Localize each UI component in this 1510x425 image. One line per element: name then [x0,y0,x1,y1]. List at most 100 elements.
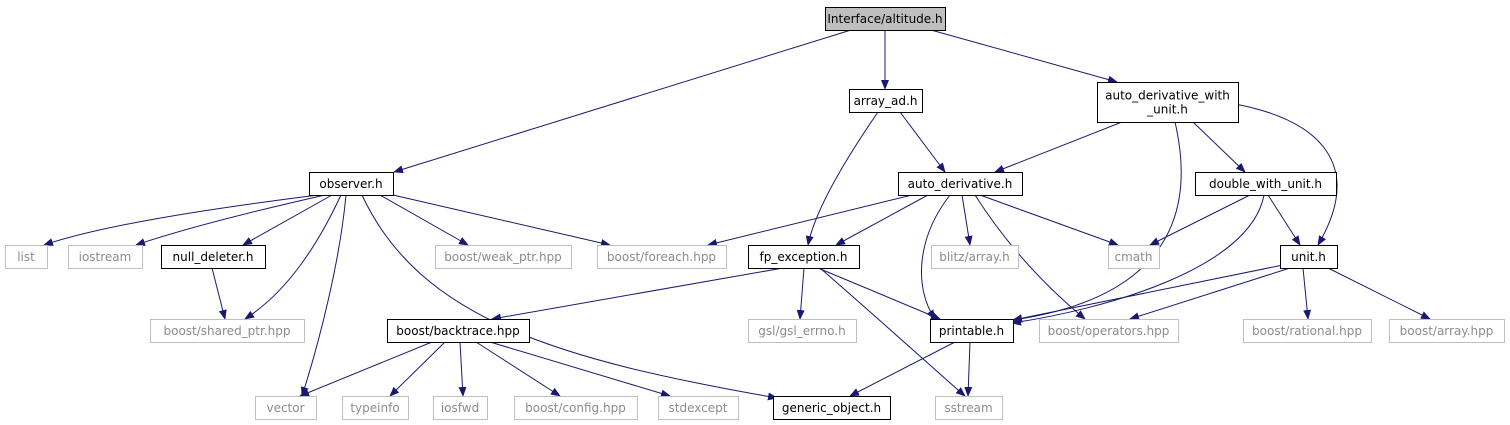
node-label-stdexcept: stdexcept [669,401,728,415]
node-observer[interactable]: observer.h [309,172,394,196]
edge-auto_deriv_unit-to-double_with_unit [1192,121,1246,173]
node-label-auto_deriv_unit-2: _unit.h [1146,103,1188,117]
node-label-iosfwd: iosfwd [441,401,479,415]
node-cmath: cmath [1108,245,1160,269]
node-box-config [514,396,638,420]
edge-array_ad-to-auto_derivative [899,111,946,173]
node-label-list: list [17,250,35,264]
node-box-generic_object[interactable] [773,396,891,420]
node-label-weak_ptr: boost/weak_ptr.hpp [444,250,562,264]
node-label-null_deleter: null_deleter.h [173,250,254,264]
node-box-iostream [68,245,143,269]
node-label-config: boost/config.hpp [525,401,626,415]
node-box-foreach [597,245,727,269]
node-shared_ptr: boost/shared_ptr.hpp [150,319,305,343]
node-box-altitude[interactable] [825,7,946,31]
node-vector: vector [255,396,317,420]
node-backtrace[interactable]: boost/backtrace.hpp [387,319,530,343]
edge-backtrace-to-typeinfo [389,341,446,397]
edge-double_with_unit-to-cmath [1149,194,1251,246]
node-sstream: sstream [935,396,1003,420]
node-label-unit: unit.h [1291,250,1326,264]
node-generic_object[interactable]: generic_object.h [773,396,891,420]
node-box-observer[interactable] [309,172,394,196]
edge-double_with_unit-to-printable [1011,194,1265,326]
node-box-array_ad[interactable] [849,89,923,113]
node-rational: boost/rational.hpp [1243,319,1372,343]
node-label-generic_object: generic_object.h [782,401,881,415]
node-box-operators [1039,319,1179,343]
node-altitude[interactable]: Interface/altitude.h [825,7,946,31]
node-fp_exception[interactable]: fp_exception.h [748,245,860,269]
node-box-null_deleter[interactable] [161,245,266,269]
node-label-typeinfo: typeinfo [350,401,399,415]
node-box-fp_exception[interactable] [748,245,860,269]
node-box-sstream [935,396,1003,420]
node-box-auto_deriv_unit[interactable] [1097,82,1239,123]
node-label-double_with_unit: double_with_unit.h [1209,177,1322,191]
node-box-printable[interactable] [930,319,1014,343]
node-auto_derivative[interactable]: auto_derivative.h [898,172,1023,196]
node-label-fp_exception: fp_exception.h [760,250,848,264]
edge-fp_exception-to-sstream [819,267,966,397]
node-label-printable: printable.h [939,324,1004,338]
edge-observer-to-generic_object [361,194,778,401]
edge-fp_exception-to-backtrace [491,267,784,322]
node-box-double_with_unit[interactable] [1195,172,1337,196]
node-null_deleter[interactable]: null_deleter.h [161,245,266,269]
edge-observer-to-foreach [392,194,611,247]
node-box-vector [255,396,317,420]
node-label-auto_derivative: auto_derivative.h [908,177,1013,191]
node-printable[interactable]: printable.h [930,319,1014,343]
node-label-foreach: boost/foreach.hpp [607,250,716,264]
node-label-altitude: Interface/altitude.h [827,12,942,26]
node-unit[interactable]: unit.h [1280,245,1338,269]
node-box-list [5,245,48,269]
node-config: boost/config.hpp [514,396,638,420]
edge-unit-to-operators [1129,267,1291,321]
edge-printable-to-generic_object [849,341,956,397]
node-label-gsl_errno: gsl/gsl_errno.h [758,324,845,338]
edge-auto_derivative-to-blitz [961,194,973,246]
edge-auto_derivative-to-foreach [707,194,913,247]
node-box-backtrace[interactable] [387,319,530,343]
edge-unit-to-printable [1012,264,1284,323]
edge-auto_deriv_unit-to-unit [1234,103,1338,246]
node-label-rational: boost/rational.hpp [1252,324,1362,338]
node-box-auto_derivative[interactable] [898,172,1023,196]
node-label-auto_deriv_unit-1: auto_derivative_with [1105,89,1230,103]
nodes-layer: Interface/altitude.h array_ad.h auto_deriv… [5,7,1505,420]
node-array_ad[interactable]: array_ad.h [849,89,923,113]
node-operators: boost/operators.hpp [1039,319,1179,343]
node-foreach: boost/foreach.hpp [597,245,727,269]
edge-backtrace-to-iosfwd [458,341,467,397]
node-label-blitz: blitz/array.h [939,250,1010,264]
node-weak_ptr: boost/weak_ptr.hpp [435,245,572,269]
node-box-gsl_errno [748,319,857,343]
edge-observer-to-shared_ptr [244,194,342,320]
node-label-barray: boost/array.hpp [1400,324,1494,338]
node-box-typeinfo [342,396,409,420]
node-label-observer: observer.h [319,177,382,191]
node-label-array_ad: array_ad.h [854,94,918,108]
node-stdexcept: stdexcept [658,396,739,420]
edge-fp_exception-to-printable [817,267,941,320]
edge-auto_derivative-to-printable [921,194,951,320]
edge-altitude-to-auto_deriv_unit [930,29,1118,84]
node-box-iosfwd [433,396,488,420]
node-box-stdexcept [658,396,739,420]
edge-unit-to-barray [1327,267,1431,320]
node-box-barray [1389,319,1505,343]
edge-auto_derivative-to-fp_exception [835,194,929,246]
node-label-vector: vector [266,401,304,415]
node-double_with_unit[interactable]: double_with_unit.h [1195,172,1337,196]
node-box-rational [1243,319,1372,343]
node-label-iostream: iostream [79,250,132,264]
node-typeinfo: typeinfo [342,396,409,420]
node-box-cmath [1108,245,1160,269]
node-auto_deriv_unit[interactable]: auto_derivative_with_unit.h [1097,82,1239,123]
node-box-unit[interactable] [1280,245,1338,269]
edge-array_ad-to-fp_exception [805,111,879,246]
edge-backtrace-to-stdexcept [489,341,671,398]
